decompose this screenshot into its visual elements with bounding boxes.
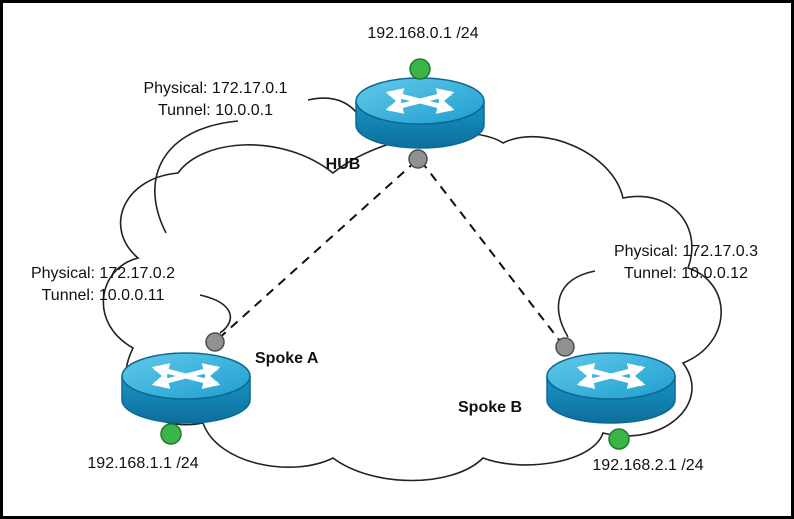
spoke-a-node-name: Spoke A xyxy=(255,350,319,367)
lan-interface-dot-spoke-a xyxy=(160,423,182,445)
tunnel-link-hub-spoke-a xyxy=(216,160,417,341)
lan-interface-dot-spoke-b xyxy=(608,428,630,450)
callout-curve-spoke-a xyxy=(199,294,231,334)
lan-interface-dot-hub xyxy=(409,58,431,80)
wan-interface-dot-hub xyxy=(408,149,428,169)
spoke-a-tunnel-address: Tunnel: 10.0.0.11 xyxy=(41,287,165,304)
spoke-b-node-name: Spoke B xyxy=(458,399,523,416)
wan-interface-dot-spoke-b xyxy=(555,337,575,357)
hub-node-name: HUB xyxy=(325,156,361,173)
tunnel-link-hub-spoke-b xyxy=(420,160,564,346)
spoke-a-lan-network-label: 192.168.1.1 /24 xyxy=(87,455,199,472)
router-icon-spoke-b xyxy=(547,353,675,423)
router-icon-hub xyxy=(356,78,484,148)
spoke-b-tunnel-address: Tunnel: 10.0.0.12 xyxy=(624,265,748,282)
callout-curve-spoke-b xyxy=(557,270,596,338)
spoke-a-address-label: Physical: 172.17.0.2 Tunnel: 10.0.0.11 xyxy=(3,263,203,307)
hub-lan-network-label: 192.168.0.1 /24 xyxy=(367,25,479,42)
wan-interface-dot-spoke-a xyxy=(205,332,225,352)
spoke-b-address-label: Physical: 172.17.0.3 Tunnel: 10.0.0.12 xyxy=(581,241,791,285)
diagram-canvas xyxy=(102,58,722,482)
hub-address-label: Physical: 172.17.0.1 Tunnel: 10.0.0.1 xyxy=(108,78,323,122)
spoke-b-lan-network-label: 192.168.2.1 /24 xyxy=(592,457,704,474)
spoke-b-physical-address: Physical: 172.17.0.3 xyxy=(613,243,759,260)
hub-physical-address: Physical: 172.17.0.1 xyxy=(143,80,288,97)
hub-tunnel-address: Tunnel: 10.0.0.1 xyxy=(157,102,274,119)
callout-curve-hub-left xyxy=(154,120,239,234)
spoke-a-physical-address: Physical: 172.17.0.2 xyxy=(30,265,176,282)
router-icon-spoke-a xyxy=(122,353,250,423)
